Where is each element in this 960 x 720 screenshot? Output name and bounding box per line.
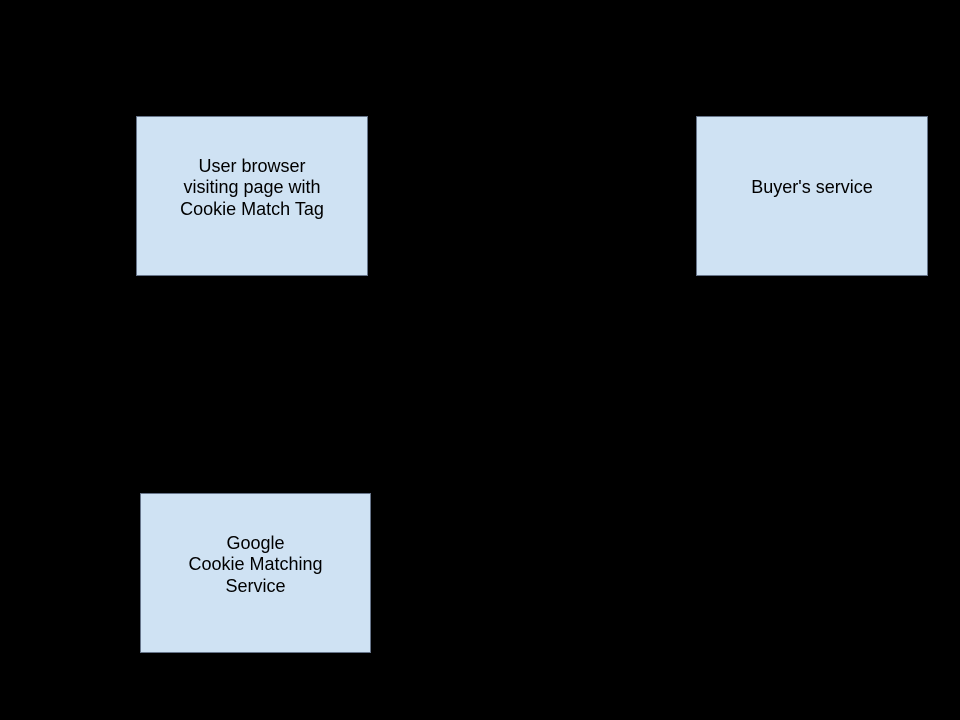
node-buyers-service-label: Buyer's service — [751, 177, 873, 198]
node-google-cookie-matching-service-label: Google Cookie Matching Service — [188, 532, 323, 596]
node-buyers-service: Buyer's service — [696, 116, 928, 276]
node-user-browser-label: User browser visiting page with Cookie M… — [180, 155, 324, 219]
node-google-cookie-matching-service: Google Cookie Matching Service — [140, 493, 371, 653]
node-user-browser: User browser visiting page with Cookie M… — [136, 116, 368, 276]
